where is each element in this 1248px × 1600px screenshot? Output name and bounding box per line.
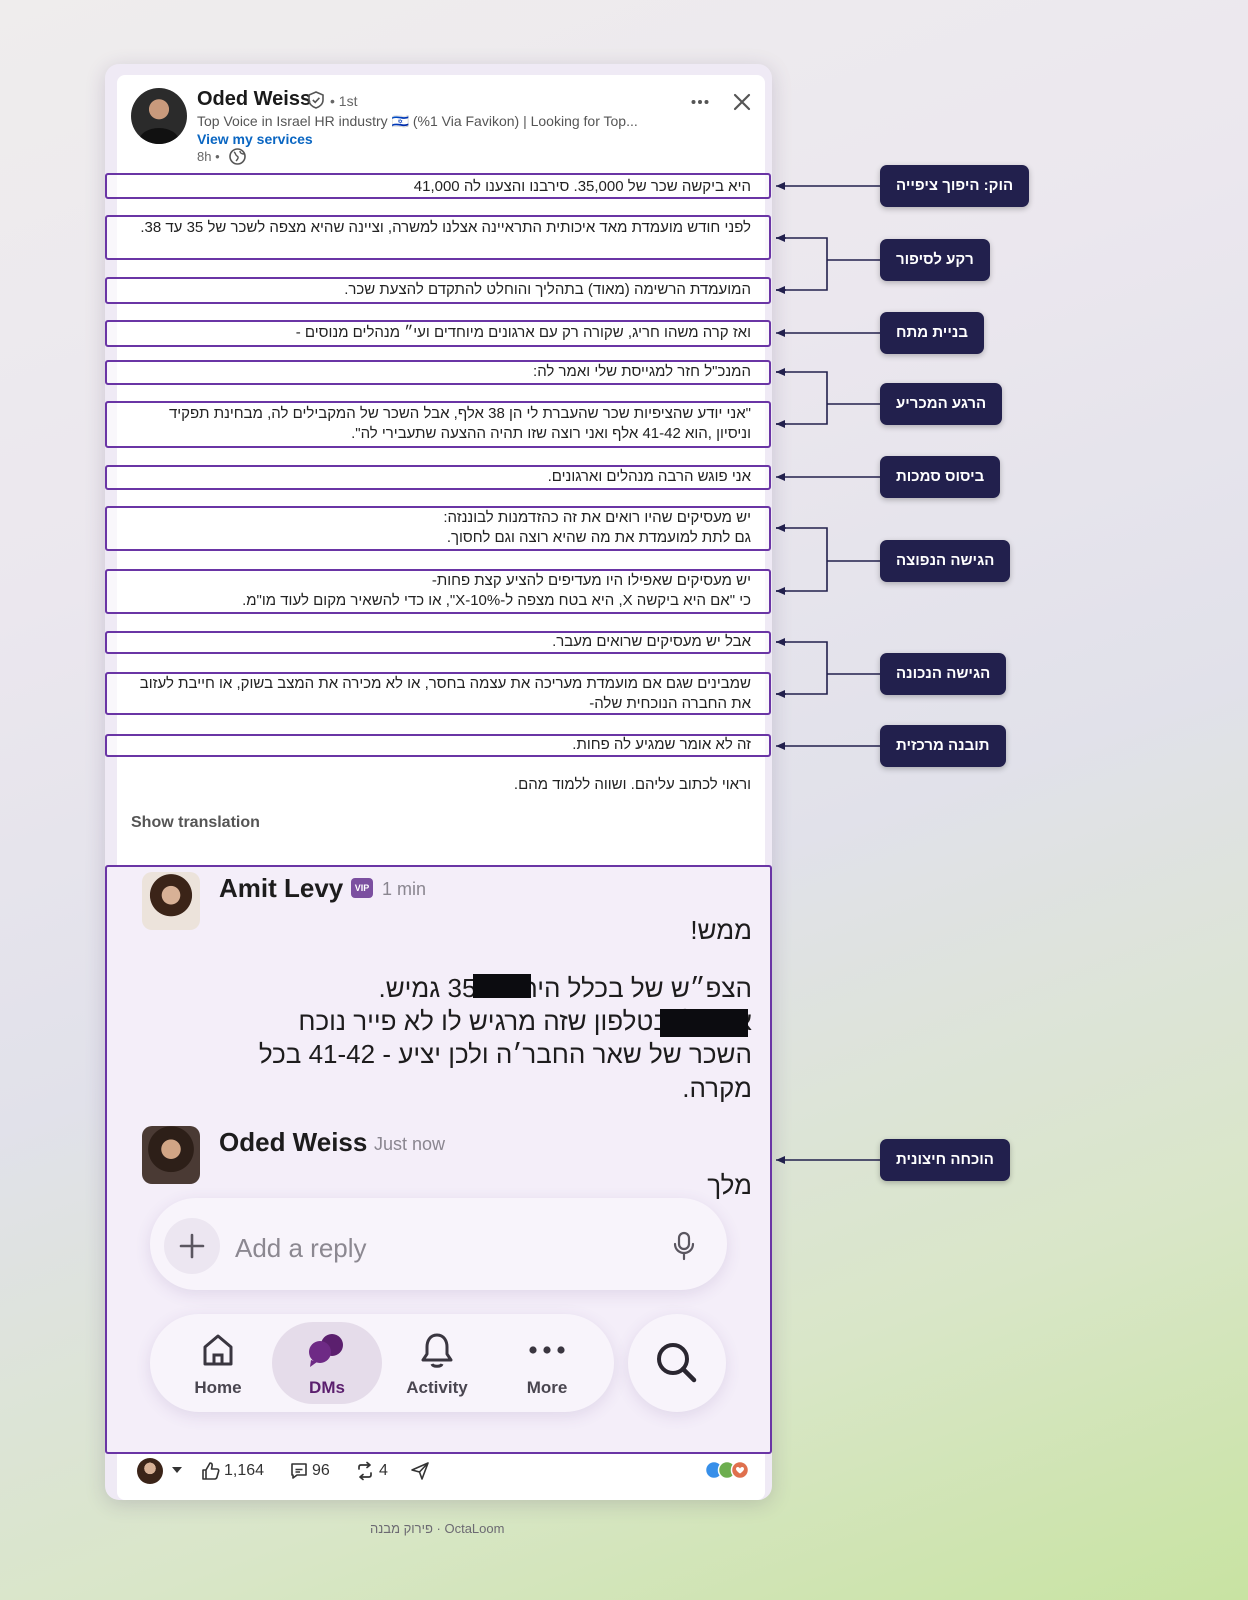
- nav-label: More: [526, 1378, 568, 1397]
- message-line: מקרה.: [682, 1073, 752, 1103]
- post-line: יש מעסיקים שאפילו היו מעדיפים להציע קצת …: [242, 572, 751, 609]
- reply-input[interactable]: [233, 1228, 637, 1268]
- nav-more[interactable]: More: [492, 1322, 602, 1404]
- more-dots-icon: [529, 1346, 565, 1354]
- more-options-icon[interactable]: [690, 92, 710, 112]
- search-icon: [657, 1343, 697, 1383]
- search-button[interactable]: [628, 1314, 726, 1412]
- nav-activity[interactable]: Activity: [382, 1322, 492, 1404]
- view-services-link[interactable]: View my services: [197, 131, 313, 147]
- comment-icon[interactable]: [289, 1461, 309, 1481]
- highlight-box: [105, 734, 771, 757]
- post-line: זה לא אומר שמגיע לה פחות.: [572, 736, 751, 753]
- post-line: היא ביקשה שכר של 35,000. סירבנו והצענו ל…: [413, 178, 751, 195]
- nav-dms[interactable]: DMs: [272, 1322, 382, 1404]
- highlight-box: [105, 277, 771, 304]
- close-icon[interactable]: [733, 93, 751, 111]
- annotation-tag: בניית מתח: [880, 312, 984, 354]
- annotation-tag: הוק: היפוך ציפייה: [880, 165, 1030, 207]
- brand-caption: OctaLoom · פירוק מבנה: [370, 1521, 505, 1536]
- home-icon: [203, 1334, 233, 1366]
- message-author[interactable]: Amit Levy: [219, 873, 344, 903]
- dms-icon: [309, 1334, 343, 1367]
- annotation-tag: רקע לסיפור: [880, 239, 990, 281]
- annotation-tag: תובנה מרכזית: [880, 725, 1006, 767]
- nav-home[interactable]: Home: [163, 1322, 273, 1404]
- repost-icon[interactable]: [355, 1461, 375, 1481]
- post-closing-line: וראוי לכתוב עליהם. ושווה ללמוד מהם.: [513, 776, 751, 793]
- annotation-tag: הוכחה חיצונית: [880, 1139, 1010, 1181]
- post-line: המועמדת הרשימה (מאוד) בתהליך והוחלט להתק…: [344, 281, 751, 298]
- author-avatar[interactable]: [131, 88, 187, 144]
- verified-shield-icon: [308, 91, 324, 109]
- author-name[interactable]: Oded Weiss: [197, 88, 312, 110]
- post-line: שמבינים שגם אם מועמדת מעריכה את עצמה בחס…: [139, 675, 751, 712]
- post-line: לפני חודש מועמדת מאד איכותית התראיינה אצ…: [140, 219, 751, 236]
- plus-icon: [179, 1233, 205, 1259]
- viewer-avatar[interactable]: [137, 1458, 163, 1484]
- oded-avatar[interactable]: [142, 1126, 200, 1184]
- annotation-tag: הרגע המכריע: [880, 383, 1003, 425]
- nav-label: Home: [194, 1378, 242, 1397]
- message-author[interactable]: Oded Weiss: [219, 1127, 368, 1157]
- like-icon[interactable]: [201, 1461, 221, 1481]
- nav-label: DMs: [309, 1378, 345, 1397]
- highlight-box: [105, 320, 771, 347]
- post-line: המנכ"ל חזר למגייסת שלי ואמר לה:: [533, 363, 751, 380]
- post-line: אני פוגש הרבה מנהלים וארגונים.: [547, 468, 751, 485]
- highlight-box: [105, 360, 771, 385]
- post-time: 8h •: [197, 149, 220, 164]
- redaction-bar: [660, 1009, 748, 1037]
- message-text: מלך: [707, 1170, 752, 1200]
- highlight-box: [105, 215, 771, 260]
- annotation-tag: ביסוס סמכות: [880, 456, 1001, 498]
- highlight-box: [105, 672, 771, 715]
- post-line: יש מעסיקים שהיו רואים את זה כהזדמנות לבו…: [443, 509, 751, 546]
- reaction-icons: [704, 1460, 750, 1480]
- like-count: 1,164: [224, 1462, 265, 1479]
- send-icon[interactable]: [410, 1461, 430, 1481]
- author-headline: Top Voice in Israel HR industry 🇮🇱 (%1 V…: [197, 113, 638, 129]
- message-text: ממש!: [690, 915, 752, 945]
- message-time: Just now: [374, 1134, 446, 1154]
- microphone-icon[interactable]: [672, 1231, 696, 1261]
- show-translation-button[interactable]: Show translation: [131, 814, 260, 831]
- post-line: "אני יודע שהציפיות שכר שהעברת לי הן 38 א…: [168, 405, 751, 442]
- comment-count: 96: [312, 1462, 330, 1479]
- bell-icon: [421, 1333, 453, 1368]
- add-attachment-button[interactable]: [164, 1218, 220, 1274]
- post-line: אבל יש מעסיקים שרואים מעבר.: [552, 633, 751, 650]
- highlight-box: [105, 465, 771, 490]
- vip-badge: VIP: [351, 878, 373, 898]
- highlight-box: [105, 631, 771, 654]
- highlight-box: [105, 569, 771, 614]
- annotation-tag: הגישה הנכונה: [880, 653, 1007, 695]
- annotation-tag: הגישה הנפוצה: [880, 540, 1011, 582]
- post-line: ואז קרה משהו חריג, שקורה רק עם ארגונים מ…: [295, 324, 751, 341]
- message-time: 1 min: [382, 879, 427, 899]
- redaction-bar: [473, 974, 531, 998]
- chevron-down-icon[interactable]: [171, 1466, 183, 1474]
- highlight-box: [105, 401, 771, 448]
- globe-icon: [229, 148, 246, 165]
- amit-avatar[interactable]: [142, 872, 200, 930]
- nav-label: Activity: [406, 1378, 468, 1397]
- message-line: השכר של שאר החבר׳ה ולכן יציע - 41-42 בכל: [258, 1039, 752, 1069]
- highlight-box: [105, 506, 771, 551]
- highlight-box: [105, 173, 771, 199]
- repost-count: 4: [379, 1462, 388, 1479]
- message-line: הצפ״ש של בכלל היה 35-38 גמיש.: [378, 973, 752, 1003]
- connection-degree: • 1st: [330, 93, 358, 109]
